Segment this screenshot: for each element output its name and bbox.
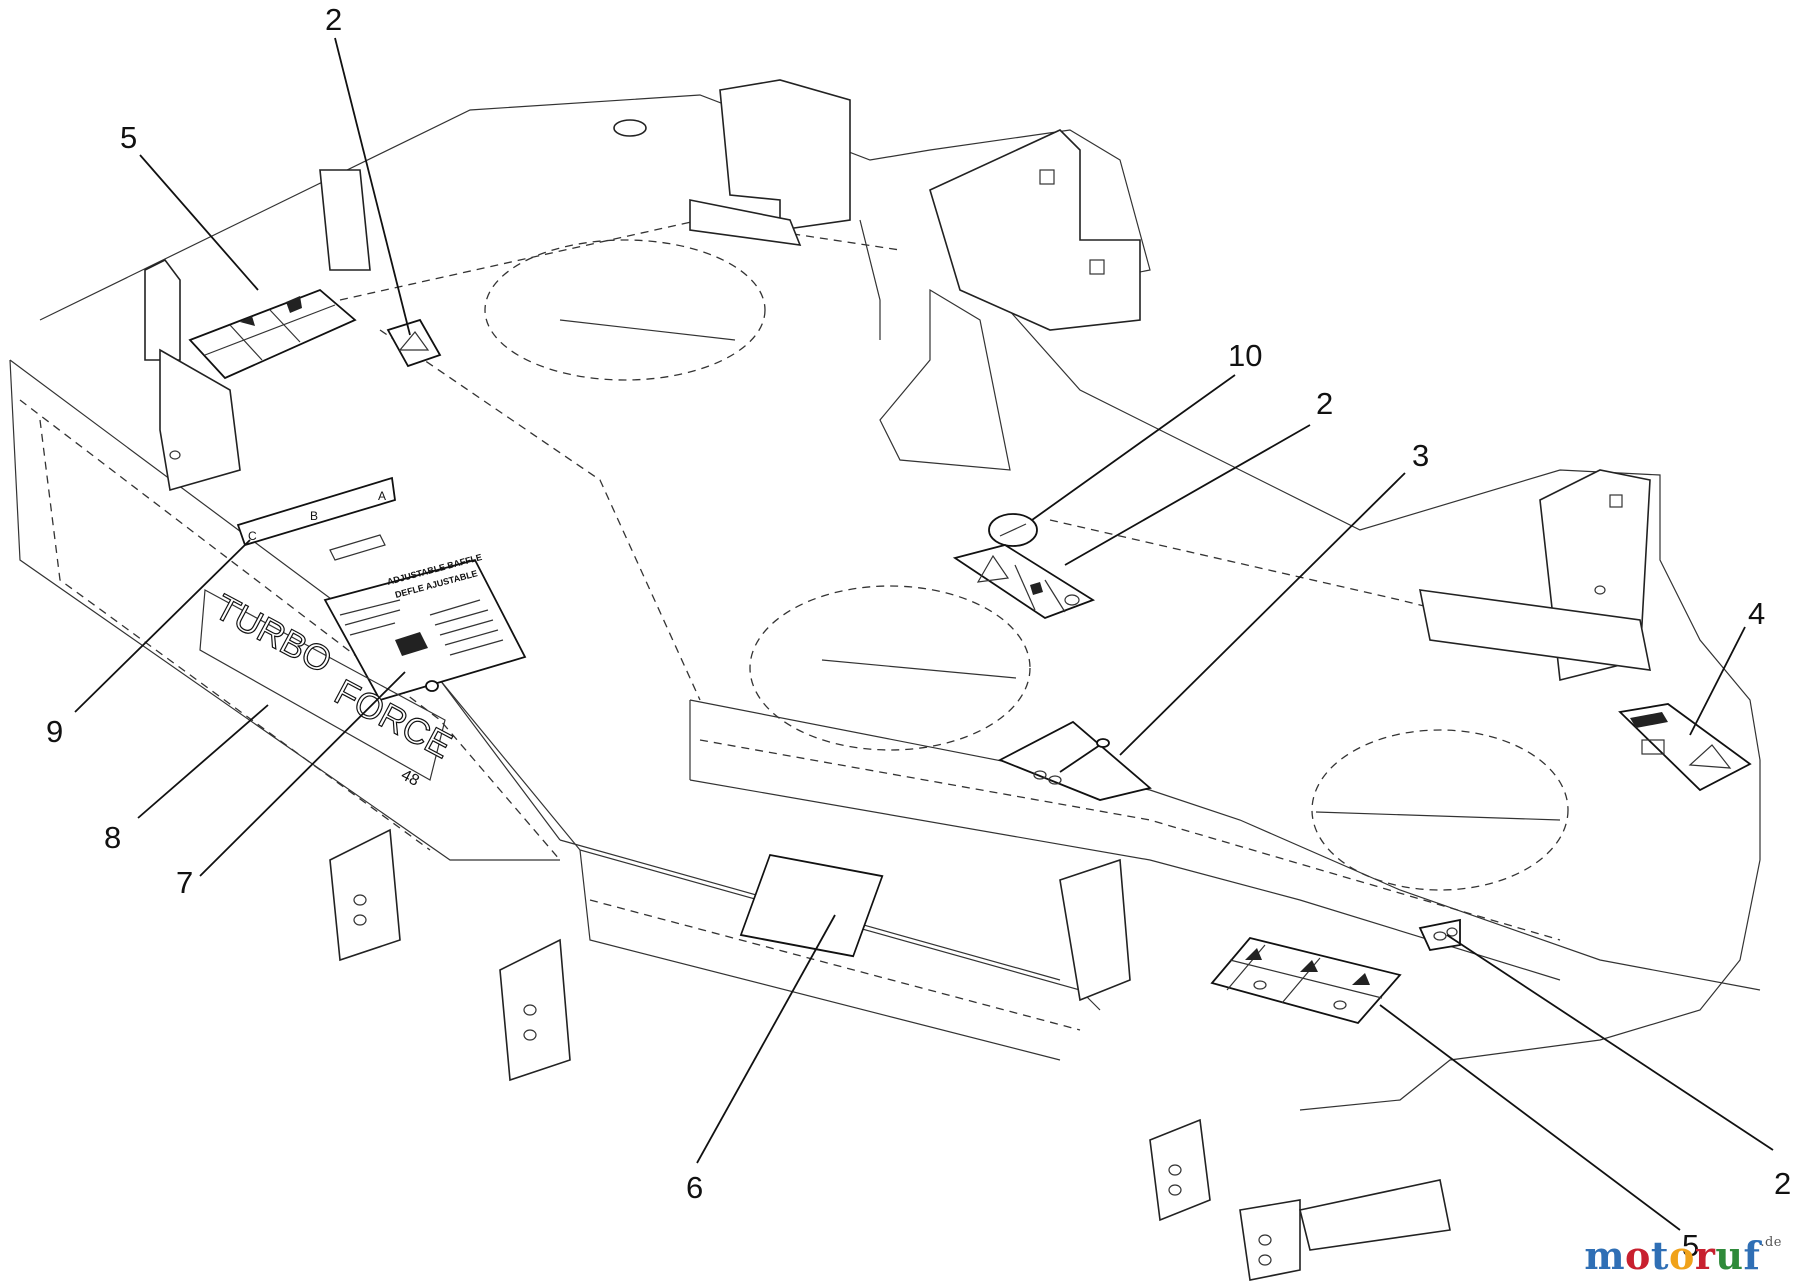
watermark-letter: o: [1625, 1233, 1651, 1278]
callout-2-middle: 2: [1316, 386, 1333, 421]
callout-6: 6: [686, 1170, 703, 1205]
callout-3: 3: [1412, 438, 1429, 473]
motoruf-watermark: motoruf.de: [1584, 1233, 1782, 1278]
callout-4: 4: [1748, 596, 1765, 631]
height-mark-c: C: [248, 529, 257, 543]
height-mark-a: A: [378, 489, 386, 503]
watermark-letter: o: [1668, 1233, 1695, 1278]
callout-9: 9: [46, 714, 63, 749]
callout-7: 7: [176, 865, 193, 900]
safety-decal-bottom: [1210, 936, 1402, 1025]
callout-5-bottom: 5: [1682, 1228, 1699, 1263]
deck-size-mark: 48: [398, 767, 422, 790]
adjustable-baffle-decal: ADJUSTABLE BAFFLE DEFLE AJUSTABLE: [323, 552, 527, 702]
rod-decal: [997, 720, 1152, 801]
watermark-letter: r: [1694, 1233, 1716, 1278]
callout-2-bottom: 2: [1774, 1166, 1791, 1201]
callout-5-top: 5: [120, 120, 137, 155]
callout-labels: 2 5 10 2 3 4 9 8 7 6 2 5: [46, 2, 1791, 1263]
turbo-force-line1: TURBO: [208, 586, 338, 681]
safety-decal-top-left: [188, 288, 357, 380]
callout-2-top: 2: [325, 2, 342, 37]
round-decal: [988, 513, 1038, 547]
leader-lines: [74, 37, 1774, 1231]
watermark-letter: f: [1743, 1233, 1761, 1278]
blank-decal: [739, 853, 884, 958]
callout-8: 8: [104, 820, 121, 855]
warning-decal-top: [386, 318, 442, 368]
callout-10: 10: [1228, 338, 1262, 373]
warning-decal-bottom: [1418, 918, 1461, 952]
decals: C B A ADJUSTABLE BAFFLE DEFLE AJUSTABLE …: [188, 288, 1752, 1025]
watermark-suffix: .de: [1760, 1235, 1782, 1250]
cutting-height-decal: C B A: [236, 476, 396, 547]
warning-decal-center: [952, 544, 1096, 620]
watermark-letter: m: [1584, 1233, 1626, 1278]
watermark-letter: t: [1650, 1233, 1669, 1278]
warning-decal-right: [1618, 703, 1752, 792]
mower-deck-illustration: [9, 79, 1761, 1281]
height-mark-b: B: [310, 509, 318, 523]
watermark-letter: u: [1715, 1233, 1744, 1278]
